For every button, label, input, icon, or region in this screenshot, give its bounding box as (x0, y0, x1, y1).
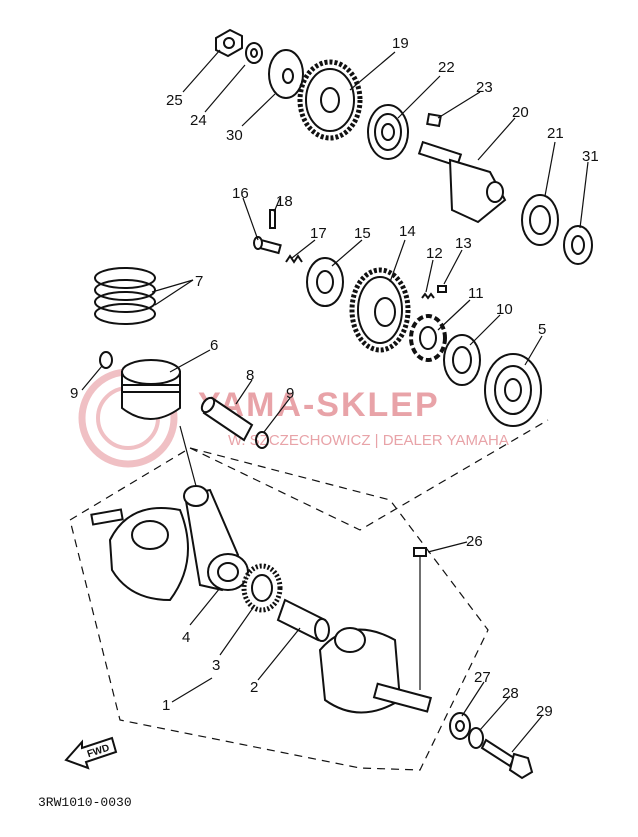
callout-28: 28 (502, 685, 519, 702)
callout-31: 31 (582, 148, 599, 165)
pin-part-13 (437, 285, 447, 293)
watermark: YAMA-SKLEP W. SZCZECHOWICZ | DEALER YAMA… (78, 368, 509, 468)
crankshaft-right-half (318, 627, 433, 714)
washer-part-10 (443, 334, 481, 386)
callout-17: 17 (310, 225, 327, 242)
callout-14: 14 (399, 223, 416, 240)
assembly-outlines (69, 419, 549, 771)
callout-4: 4 (182, 629, 190, 646)
key-part-23 (426, 112, 442, 128)
hub-part-11 (409, 314, 447, 362)
bearing-part-21 (521, 194, 559, 246)
callout-22: 22 (438, 59, 455, 76)
circlip-part-9a (99, 351, 113, 369)
pin-part-16 (253, 236, 282, 255)
bearing-part-22 (367, 104, 409, 160)
callout-2: 2 (250, 679, 258, 696)
callout-19: 19 (392, 35, 409, 52)
callout-15: 15 (354, 225, 371, 242)
connecting-rod-part-4 (183, 485, 249, 592)
callout-labels: 25 24 30 19 22 23 20 21 31 16 18 17 15 1… (70, 35, 599, 720)
callout-9-right: 9 (286, 385, 294, 402)
piston-part-6 (121, 359, 181, 420)
needle-bearing-part-3 (241, 563, 283, 613)
bolt-part-29 (480, 738, 534, 780)
balancer-shaft-part-20 (417, 140, 507, 224)
washer-part-27 (449, 712, 471, 740)
callout-6: 6 (210, 337, 218, 354)
callout-13: 13 (455, 235, 472, 252)
callout-9-left: 9 (70, 385, 78, 402)
callout-20: 20 (512, 104, 529, 121)
callout-25: 25 (166, 92, 183, 109)
washer-part-28 (468, 727, 484, 749)
nut-part-25 (215, 28, 243, 58)
callout-26: 26 (466, 533, 483, 550)
callout-5: 5 (538, 321, 546, 338)
leader-lines (81, 49, 589, 753)
callout-30: 30 (226, 127, 243, 144)
callout-29: 29 (536, 703, 553, 720)
spring-part-17 (285, 254, 303, 264)
callout-23: 23 (476, 79, 493, 96)
callout-16: 16 (232, 185, 249, 202)
bearing-part-5 (484, 353, 542, 427)
callout-8: 8 (246, 367, 254, 384)
callout-12: 12 (426, 245, 443, 262)
diagram-code: 3RW1010-0030 (38, 795, 132, 810)
circlip-part-9b (255, 431, 269, 449)
plate-part-30 (268, 49, 304, 99)
callout-1: 1 (162, 697, 170, 714)
spring-part-12 (421, 292, 435, 300)
callout-24: 24 (190, 112, 207, 129)
forward-arrow-icon: FWD (64, 736, 118, 770)
callout-27: 27 (474, 669, 491, 686)
gear-part-19 (297, 59, 363, 141)
key-part-26 (413, 547, 427, 557)
piston-rings-part-7 (94, 267, 156, 325)
seal-part-31 (563, 225, 593, 265)
piston-pin-part-8 (200, 396, 254, 442)
callout-10: 10 (496, 301, 513, 318)
callout-21: 21 (547, 125, 564, 142)
gear-part-14 (349, 267, 411, 353)
callout-7: 7 (195, 273, 203, 290)
watermark-subtitle: W. SZCZECHOWICZ | DEALER YAMAHA (228, 432, 509, 449)
dowel-part-18 (269, 209, 276, 229)
plate-part-15 (306, 257, 344, 307)
callout-11: 11 (468, 285, 484, 302)
callout-18: 18 (276, 193, 293, 210)
callout-3: 3 (212, 657, 220, 674)
crank-pin-part-2 (276, 598, 330, 642)
lock-washer-part-24 (245, 42, 263, 64)
crankshaft-left-half (90, 507, 189, 602)
